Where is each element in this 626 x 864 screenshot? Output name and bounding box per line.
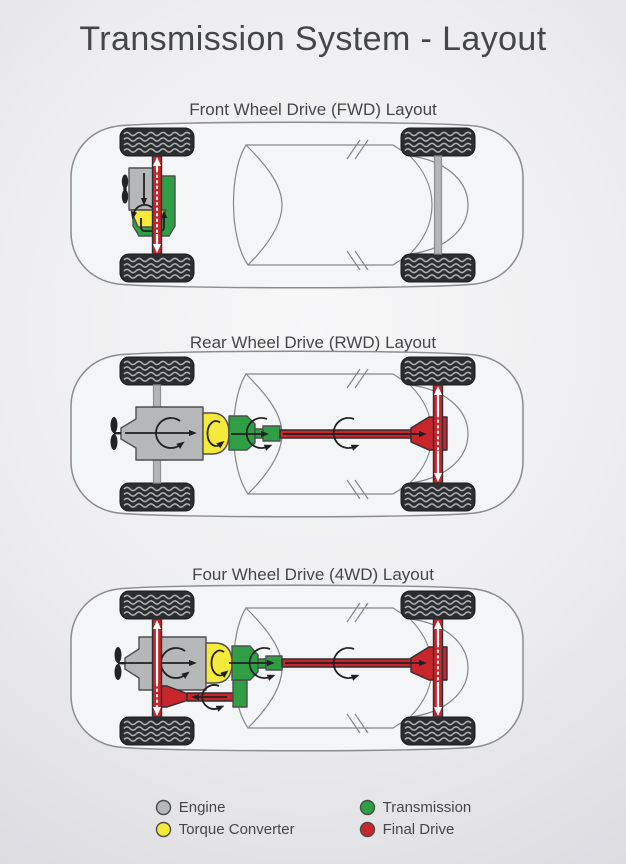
torque-converter [205,642,233,684]
final-drive-color-swatch [359,821,375,838]
legend-label-torque-converter: Torque Converter [178,821,295,838]
legend-column-right: Transmission Final Drive [359,799,472,838]
awd-drivetrain [114,636,448,712]
section-title-fwd: Front Wheel Drive (FWD) Layout [189,100,437,119]
front-drive-axle [151,155,163,255]
fan-icon [110,417,121,450]
rear-drive-axle [432,384,444,484]
rear-drive-axle [432,618,444,718]
rotation-arrows [155,417,360,451]
section-title-4wd: Four Wheel Drive (4WD) Layout [192,565,434,584]
legend-label-transmission: Transmission [382,799,472,816]
legend-item-transmission: Transmission [359,799,472,816]
legend-item-final-drive: Final Drive [359,821,472,838]
engine-color-swatch [155,799,171,816]
legend-label-final-drive: Final Drive [382,821,455,838]
transfer-case-leg [232,679,248,708]
legend-item-torque-converter: Torque Converter [155,821,295,838]
4wd-diagram [62,583,534,755]
output-coupling [262,425,281,442]
transmission-color-swatch [359,799,375,816]
section-title-rwd: Rear Wheel Drive (RWD) Layout [189,333,437,352]
legend-label-engine: Engine [178,799,226,816]
torque-converter-color-swatch [155,821,171,838]
legend-column-left: Engine Torque Converter [155,799,295,838]
front-drive-axle [151,618,163,718]
rwd-diagram [62,349,534,521]
fwd-diagram [62,120,534,292]
page-title: Transmission System - Layout [79,20,547,58]
legend-item-engine: Engine [155,799,295,816]
fan-icon [121,174,129,204]
rear-axle [433,155,443,255]
legend: Engine Torque Converter Transmission [0,799,626,838]
